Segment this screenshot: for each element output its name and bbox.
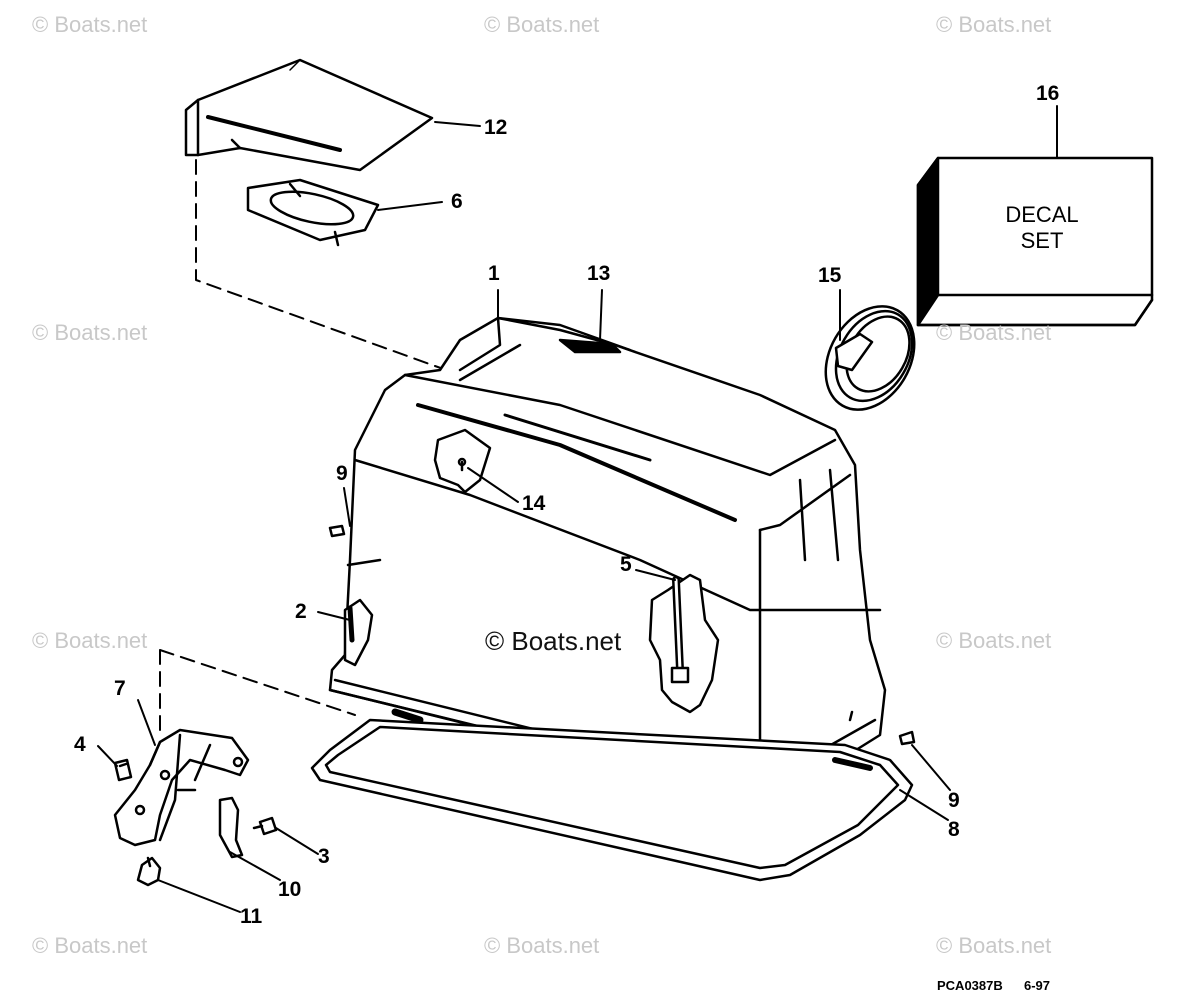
part-9-screw-right: [898, 730, 916, 746]
watermark-bottom-center: © Boats.net: [484, 933, 600, 958]
callout-15: 15: [818, 264, 842, 287]
decal-set-label: DECAL SET: [1005, 202, 1079, 253]
part-15-harness: [824, 305, 916, 411]
watermark-mid-left: © Boats.net: [32, 320, 148, 345]
watermark-center: © Boats.net: [485, 626, 622, 656]
part-7-bracket: [113, 728, 250, 847]
callout-12: 12: [484, 116, 508, 139]
callout-13: 13: [587, 262, 611, 285]
callout-10: 10: [278, 878, 302, 901]
drawing-date: 6-97: [1024, 978, 1051, 993]
watermark-bottom-left: © Boats.net: [32, 933, 148, 958]
part-10-clip: [218, 796, 244, 859]
assembly-line-bracket: [159, 649, 356, 731]
part-14-label-plate: [433, 428, 492, 494]
part-8-lower-seal: [310, 708, 914, 882]
part-11-grommet: [136, 856, 162, 887]
part-5-latch-plate: [648, 573, 720, 714]
watermark-top-left: © Boats.net: [32, 12, 148, 37]
watermark-top-right: © Boats.net: [936, 12, 1052, 37]
callout-8: 8: [948, 818, 960, 841]
callout-14: 14: [522, 492, 546, 515]
part-16-decal-box: [916, 156, 1154, 327]
callout-11: 11: [240, 905, 263, 928]
drawing-code: PCA0387B: [937, 978, 1003, 993]
callout-6: 6: [451, 190, 463, 213]
callout-9-right: 9: [948, 789, 960, 812]
callout-4: 4: [74, 733, 86, 756]
callout-7: 7: [114, 677, 126, 700]
watermark-top-center: © Boats.net: [484, 12, 600, 37]
part-4-clip-nut: [113, 758, 133, 782]
callout-16: 16: [1036, 82, 1060, 105]
watermark-low-left: © Boats.net: [32, 628, 148, 653]
watermark-mid-right: © Boats.net: [936, 320, 1052, 345]
watermark-bottom-right: © Boats.net: [936, 933, 1052, 958]
leader-lines: [97, 105, 1058, 913]
callout-2: 2: [295, 600, 307, 623]
watermark-low-right: © Boats.net: [936, 628, 1052, 653]
callout-1: 1: [488, 262, 500, 285]
callout-3: 3: [318, 845, 330, 868]
assembly-line-top: [195, 159, 461, 376]
callout-5: 5: [620, 553, 632, 576]
part-9-screw-left: [328, 524, 346, 538]
part-12-top-cover: [184, 58, 434, 172]
callout-9-left: 9: [336, 462, 348, 485]
part-6-seal: [246, 178, 380, 247]
part-2-grommet: [343, 598, 374, 667]
part-3-screw: [252, 816, 278, 836]
